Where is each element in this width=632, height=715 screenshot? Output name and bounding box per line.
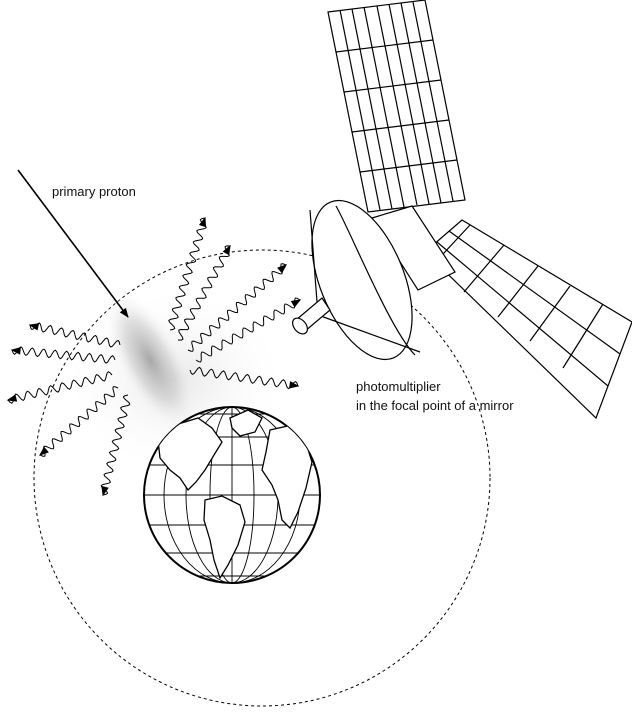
photon-ray — [29, 322, 121, 348]
photon-arrowhead — [38, 446, 49, 456]
photon-ray — [7, 371, 113, 404]
photon-arrowhead — [222, 244, 231, 256]
photon-ray — [187, 263, 287, 352]
primary-proton-label: primary proton — [52, 184, 136, 199]
air-shower-cone — [103, 287, 197, 433]
photomultiplier-icon — [292, 297, 331, 335]
photon-arrowhead — [290, 299, 302, 308]
atmosphere-boundary — [33, 249, 491, 707]
photon-ray — [177, 245, 231, 341]
photon-arrowhead — [6, 394, 18, 402]
photon-arrowhead — [28, 323, 40, 331]
photon-ray — [39, 386, 119, 457]
photon-arrowhead — [198, 216, 207, 228]
photon-arrowhead — [288, 381, 300, 389]
solar-panel-icon — [424, 219, 632, 420]
photon-ray — [189, 366, 299, 390]
earth-globe-icon — [143, 406, 321, 584]
photon-arrowhead — [10, 347, 21, 355]
photomultiplier-label: photomultiplier — [356, 379, 441, 394]
photon-ray — [168, 217, 207, 331]
photon-ray — [100, 394, 131, 496]
photon-arrowhead — [101, 485, 109, 497]
primary-proton-track — [17, 169, 129, 318]
mirror-icon — [309, 199, 421, 361]
photon-ray — [11, 346, 116, 364]
satellite-icon — [292, 0, 632, 420]
solar-panel-icon — [327, 0, 466, 213]
mirror-caption: in the focal point of a mirror — [356, 398, 514, 413]
photon-rays — [6, 216, 302, 497]
photon-ray — [195, 297, 301, 363]
photon-arrowhead — [277, 264, 288, 274]
